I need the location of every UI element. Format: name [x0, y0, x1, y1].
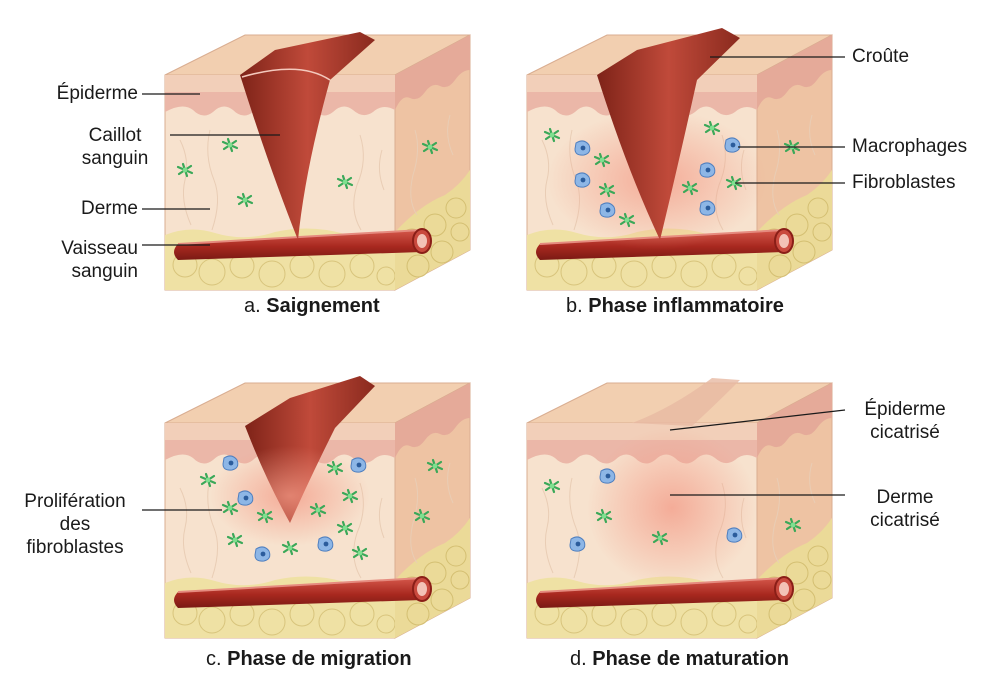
label-fibroblastes: Fibroblastes [852, 172, 956, 193]
label-proliferation-line3: fibroblastes [26, 537, 124, 558]
caption-b-letter: b. [566, 295, 583, 317]
panel-inflammatoire [512, 20, 842, 300]
label-derme: Derme [80, 198, 138, 219]
label-vaisseau-line1: Vaisseau [61, 238, 138, 259]
label-croute: Croûte [852, 46, 910, 67]
skin-block-illustration [526, 378, 833, 639]
label-vaisseau-line2: sanguin [71, 261, 138, 282]
label-epiderme: Épiderme [56, 83, 138, 104]
caption-a-letter: a. [244, 295, 261, 317]
caption-c-title: Phase de migration [227, 648, 412, 670]
skin-block-illustration [526, 28, 833, 291]
panel-saignement [150, 20, 480, 300]
label-proliferation-line1: Prolifération [24, 491, 126, 512]
label-epiderme-cicatrise-line1: Épiderme [864, 399, 946, 420]
caption-d-letter: d. [570, 648, 587, 670]
caption-b: b. Phase inflammatoire [566, 295, 784, 318]
caption-b-title: Phase inflammatoire [588, 295, 784, 317]
label-caillot-line2: sanguin [81, 148, 149, 169]
caption-a: a. Saignement [244, 295, 380, 318]
label-proliferation: Prolifération des fibroblastes [10, 490, 140, 559]
caption-d: d. Phase de maturation [570, 648, 789, 671]
skin-block-illustration [164, 32, 471, 291]
label-epiderme-cicatrise-line2: cicatrisé [870, 422, 940, 443]
caption-d-title: Phase de maturation [592, 648, 789, 670]
label-proliferation-line2: des [59, 514, 91, 535]
label-derme-cicatrise-line2: cicatrisé [870, 510, 940, 531]
caption-c-letter: c. [206, 648, 222, 670]
label-macrophages: Macrophages [852, 136, 968, 157]
label-caillot-line1: Caillot [88, 125, 142, 146]
label-derme-cicatrise-line1: Derme [876, 487, 934, 508]
label-derme-cicatrise: Derme cicatrisé [850, 486, 960, 532]
panel-maturation [512, 368, 842, 648]
caption-c: c. Phase de migration [206, 648, 412, 671]
skin-block-illustration [164, 376, 471, 639]
label-vaisseau: Vaisseau sanguin [20, 237, 138, 283]
label-caillot: Caillot sanguin [60, 124, 170, 170]
caption-a-title: Saignement [266, 295, 380, 317]
panel-migration [150, 368, 480, 648]
blood-clot [597, 28, 740, 240]
label-epiderme-cicatrise: Épiderme cicatrisé [850, 398, 960, 444]
blood-clot [240, 32, 375, 240]
